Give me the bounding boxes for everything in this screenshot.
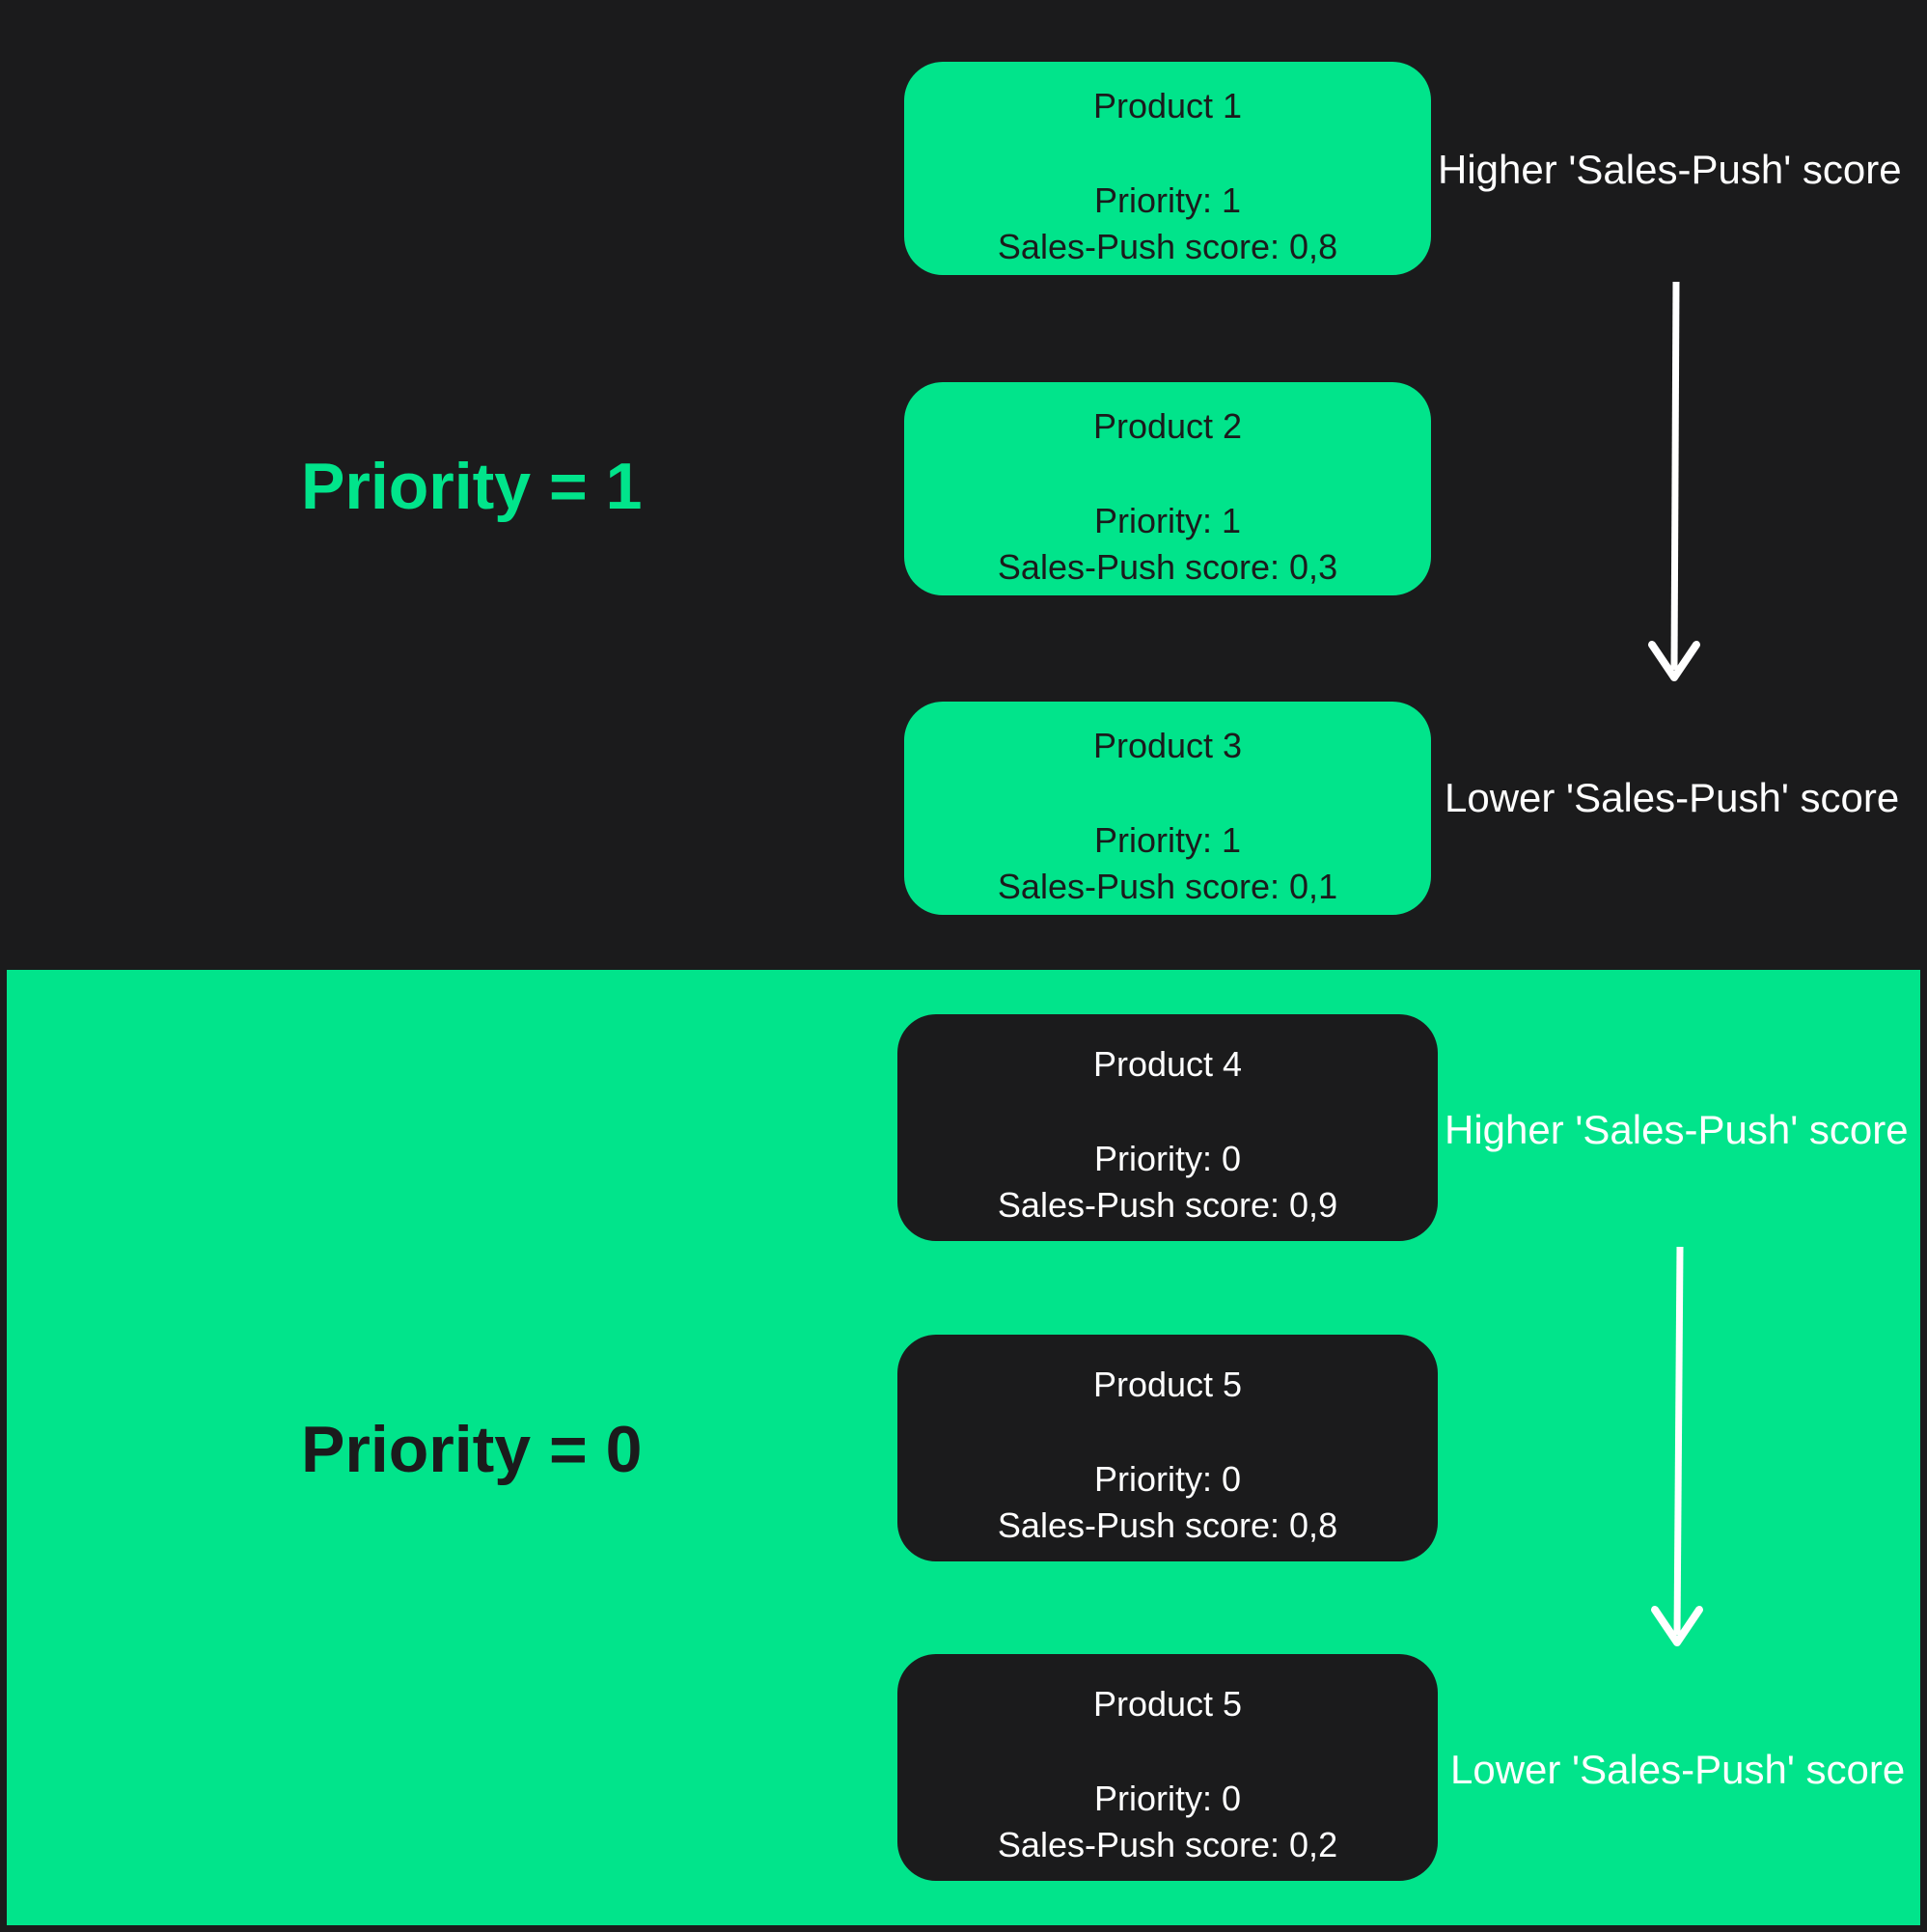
product-card: Product 2 Priority: 1 Sales-Push score: …: [904, 382, 1431, 595]
product-priority: Priority: 0: [1093, 1459, 1242, 1499]
product-score: Sales-Push score: 0,2: [997, 1825, 1338, 1864]
higher-score-note: Higher 'Sales-Push' score: [1438, 147, 1902, 192]
product-card: Product 5 Priority: 0 Sales-Push score: …: [897, 1335, 1438, 1561]
product-name: Product 5: [1092, 1684, 1243, 1724]
product-name: Product 5: [1092, 1365, 1243, 1404]
product-score: Sales-Push score: 0,8: [997, 227, 1338, 266]
product-priority: Priority: 1: [1093, 180, 1242, 220]
product-score: Sales-Push score: 0,9: [997, 1185, 1338, 1225]
product-card: Product 5 Priority: 0 Sales-Push score: …: [897, 1654, 1438, 1881]
product-priority: Priority: 1: [1093, 820, 1242, 860]
down-arrow-icon: [1651, 1246, 1703, 1646]
priority-0-label: Priority = 0: [301, 1413, 643, 1486]
product-priority: Priority: 0: [1093, 1139, 1242, 1178]
product-score: Sales-Push score: 0,1: [997, 867, 1338, 906]
lower-score-note: Lower 'Sales-Push' score: [1450, 1747, 1906, 1792]
lower-score-note: Lower 'Sales-Push' score: [1445, 775, 1900, 820]
product-name: Product 1: [1092, 86, 1243, 125]
down-arrow-icon: [1648, 281, 1700, 681]
product-card: Product 1 Priority: 1 Sales-Push score: …: [904, 62, 1431, 275]
product-priority: Priority: 0: [1093, 1779, 1242, 1818]
product-card: Product 3 Priority: 1 Sales-Push score: …: [904, 702, 1431, 915]
product-name: Product 2: [1092, 406, 1243, 446]
product-card: Product 4 Priority: 0 Sales-Push score: …: [897, 1014, 1438, 1241]
product-name: Product 3: [1092, 726, 1243, 765]
product-name: Product 4: [1092, 1044, 1243, 1084]
priority-1-label: Priority = 1: [301, 450, 643, 523]
higher-score-note: Higher 'Sales-Push' score: [1445, 1107, 1909, 1152]
product-score: Sales-Push score: 0,8: [997, 1505, 1338, 1545]
product-priority: Priority: 1: [1093, 501, 1242, 540]
product-score: Sales-Push score: 0,3: [997, 547, 1338, 587]
